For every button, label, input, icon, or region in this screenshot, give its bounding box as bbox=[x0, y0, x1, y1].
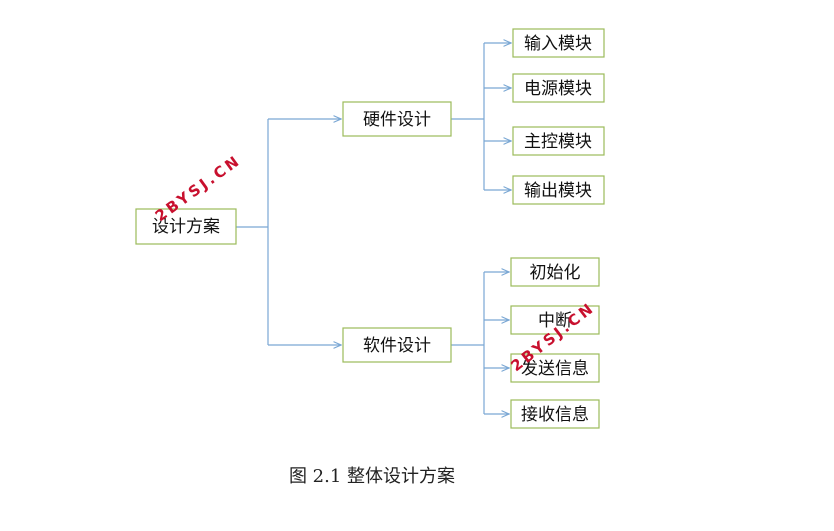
node-receive-info-label: 接收信息 bbox=[521, 405, 589, 425]
node-initialization: 初始化 bbox=[510, 257, 600, 287]
node-interrupt-label: 中断 bbox=[538, 311, 572, 331]
node-hardware-label: 硬件设计 bbox=[363, 110, 431, 130]
node-main-control-module-label: 主控模块 bbox=[524, 132, 592, 152]
connector-hw-trunk bbox=[451, 43, 485, 190]
connector-sw-trunk bbox=[451, 272, 485, 414]
node-software-design: 软件设计 bbox=[342, 327, 452, 363]
node-output-module-label: 输出模块 bbox=[524, 181, 592, 201]
node-interrupt: 中断 bbox=[510, 305, 600, 335]
node-root-label: 设计方案 bbox=[152, 217, 220, 237]
node-root: 设计方案 bbox=[135, 208, 237, 245]
node-input-module: 输入模块 bbox=[512, 28, 605, 58]
node-power-module-label: 电源模块 bbox=[524, 79, 592, 99]
node-input-module-label: 输入模块 bbox=[524, 34, 592, 54]
node-output-module: 输出模块 bbox=[512, 175, 605, 205]
node-hardware-design: 硬件设计 bbox=[342, 101, 452, 137]
node-main-control-module: 主控模块 bbox=[512, 126, 605, 156]
connectors bbox=[236, 43, 511, 414]
node-send-info-label: 发送信息 bbox=[521, 359, 589, 379]
node-initialization-label: 初始化 bbox=[530, 263, 581, 283]
node-software-label: 软件设计 bbox=[363, 336, 431, 356]
node-receive-info: 接收信息 bbox=[510, 399, 600, 429]
connector-root bbox=[236, 119, 269, 345]
node-power-module: 电源模块 bbox=[512, 73, 605, 103]
node-send-info: 发送信息 bbox=[510, 353, 600, 383]
figure-caption: 图 2.1 整体设计方案 bbox=[289, 466, 455, 487]
